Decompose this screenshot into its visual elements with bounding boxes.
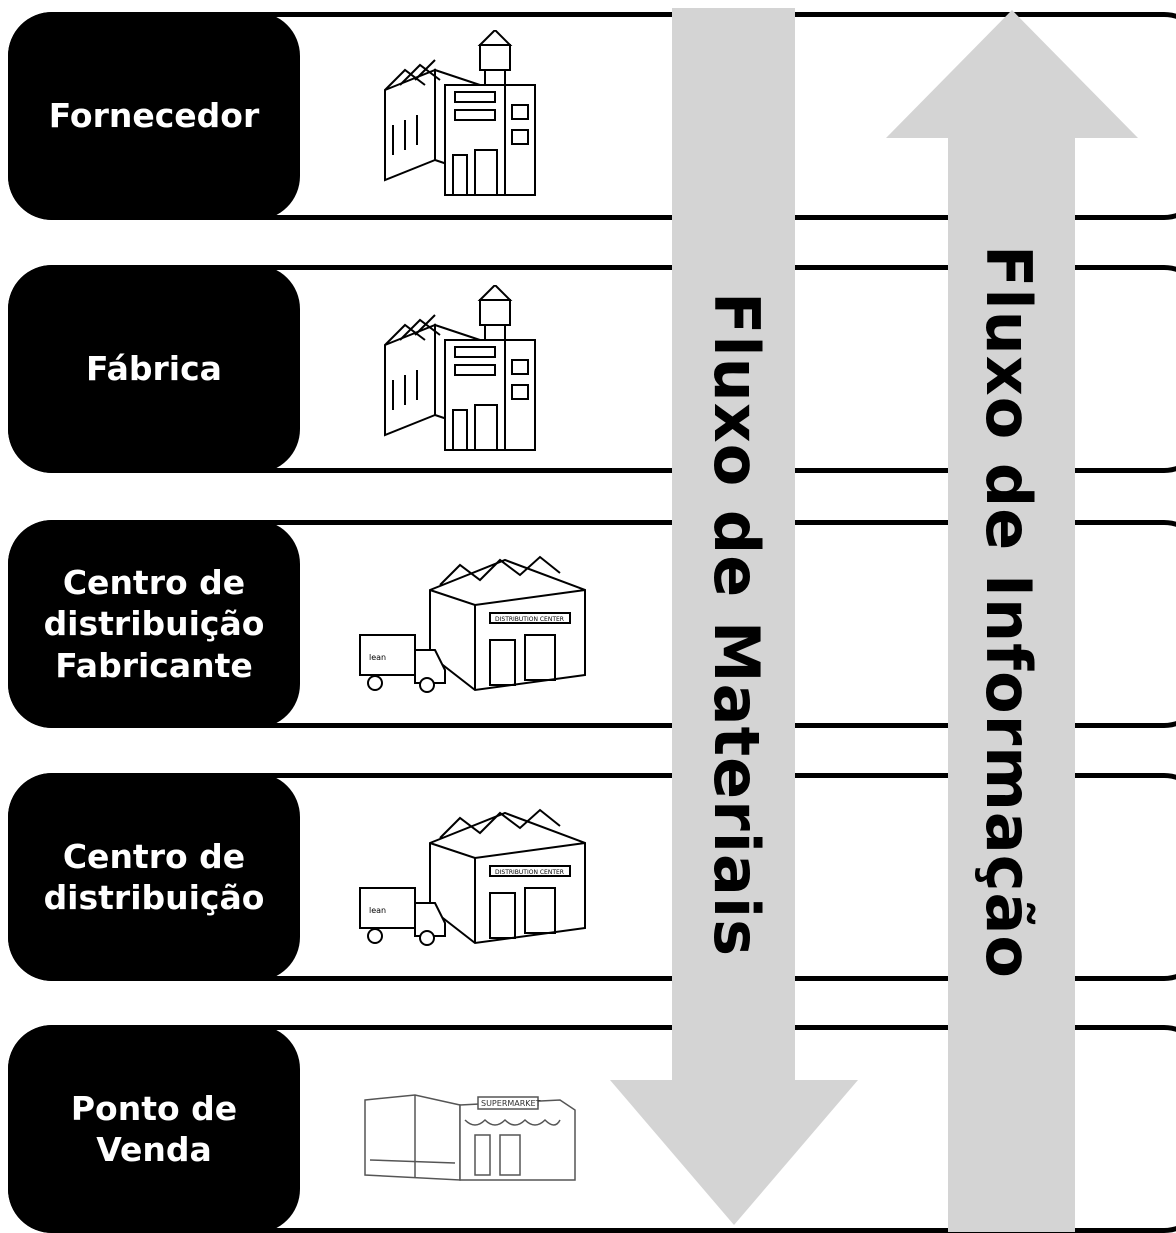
materials-flow-label: Fluxo de Materiais xyxy=(700,292,773,957)
distribution-center-truck-icon: DISTRIBUTION CENTER lean xyxy=(359,808,586,946)
distribution-center-truck-icon: DISTRIBUTION CENTER lean xyxy=(359,555,586,693)
tab-cd: Centro de distribuição xyxy=(8,773,300,981)
tab-fabrica: Fábrica xyxy=(8,265,300,473)
truck-logo: lean xyxy=(369,653,386,662)
truck-logo: lean xyxy=(369,906,386,915)
tab-cd-fabricante: Centro de distribuição Fabricante xyxy=(8,520,300,728)
row-label: Fornecedor xyxy=(48,96,260,136)
distribution-sign: DISTRIBUTION CENTER xyxy=(495,616,564,623)
row-label: Centro de distribuição xyxy=(43,836,265,917)
supermarket-sign: SUPERMARKET xyxy=(481,1099,541,1108)
row-label: Fábrica xyxy=(86,349,222,389)
information-flow-arrow xyxy=(886,10,1138,1232)
information-flow-label: Fluxo de Informação xyxy=(972,245,1045,979)
factory-icon xyxy=(384,285,536,451)
tab-ponto-venda: Ponto de Venda xyxy=(8,1025,300,1233)
supermarket-icon: SUPERMARKET xyxy=(364,1094,576,1181)
factory-icon xyxy=(384,30,536,196)
row-label: Ponto de Venda xyxy=(70,1088,238,1169)
distribution-sign: DISTRIBUTION CENTER xyxy=(495,869,564,876)
row-label: Centro de distribuição Fabricante xyxy=(43,563,265,685)
tab-fornecedor: Fornecedor xyxy=(8,12,300,220)
materials-flow-arrow xyxy=(610,8,858,1225)
